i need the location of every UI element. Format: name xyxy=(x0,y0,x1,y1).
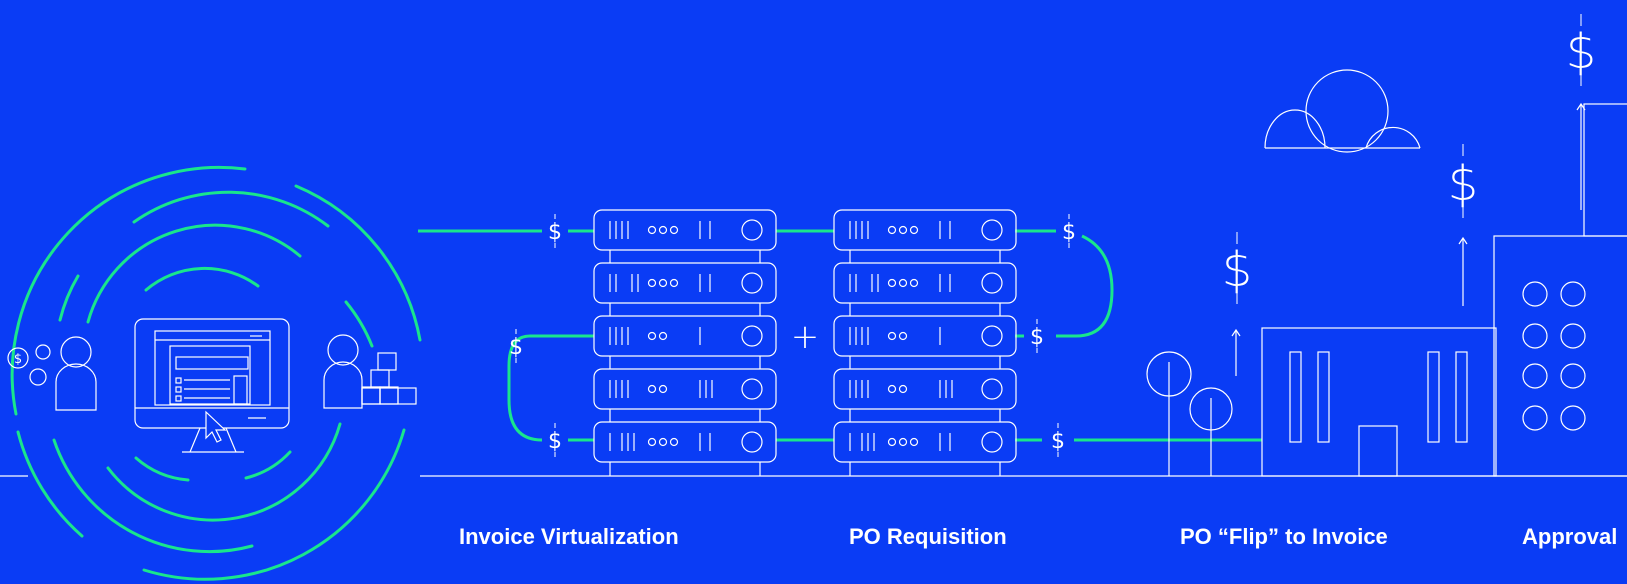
server-knob xyxy=(981,325,1003,347)
server-light xyxy=(887,331,897,341)
server-light xyxy=(898,331,908,341)
server-unit xyxy=(833,368,1017,410)
server-light xyxy=(669,437,679,447)
person-coins-icon: $ xyxy=(7,336,97,411)
dollar-markers: $ $ $ $ $ $ xyxy=(509,214,1076,457)
server-knob xyxy=(741,325,763,347)
server-knob xyxy=(981,272,1003,294)
server-light xyxy=(658,331,668,341)
server-knob xyxy=(741,219,763,241)
server-light xyxy=(647,384,657,394)
dollar-sign: $ xyxy=(1062,220,1076,245)
server-light xyxy=(909,278,919,288)
server-light xyxy=(658,278,668,288)
dollar-sign: $ xyxy=(1222,242,1253,298)
caption-approval: Approval xyxy=(1522,524,1618,549)
server-light xyxy=(669,278,679,288)
server-light xyxy=(658,384,668,394)
server-unit xyxy=(833,209,1017,251)
server-light xyxy=(658,225,668,235)
server-unit xyxy=(833,315,1017,357)
server-unit xyxy=(593,368,777,410)
server-light xyxy=(898,384,908,394)
cursor-icon xyxy=(205,410,227,443)
plus-sign: + xyxy=(791,317,820,357)
server-knob xyxy=(981,219,1003,241)
caption-po-flip: PO “Flip” to Invoice xyxy=(1180,524,1388,549)
tree-icon xyxy=(1146,351,1233,476)
server-light xyxy=(909,225,919,235)
server-light xyxy=(909,437,919,447)
dollar-sign: $ xyxy=(1051,429,1065,454)
server-light xyxy=(669,225,679,235)
dollar-sign: $ xyxy=(1030,325,1044,350)
caption-po-requisition: PO Requisition xyxy=(849,524,1007,549)
server-unit xyxy=(593,315,777,357)
factory-icon xyxy=(1261,327,1497,477)
server-unit xyxy=(593,209,777,251)
server-rack-icon xyxy=(593,209,777,476)
server-knob xyxy=(741,272,763,294)
coin-dollar: $ xyxy=(14,352,22,367)
dollar-sign: $ xyxy=(548,220,562,245)
caption-invoice-virtualization: Invoice Virtualization xyxy=(459,524,679,549)
server-light xyxy=(898,278,908,288)
dollar-sign: $ xyxy=(1448,156,1479,212)
server-light xyxy=(647,225,657,235)
server-light xyxy=(898,225,908,235)
rising-dollars: $ $ $ xyxy=(1222,14,1597,304)
dollar-sign: $ xyxy=(548,429,562,454)
server-light xyxy=(887,437,897,447)
server-unit xyxy=(833,262,1017,304)
server-light xyxy=(647,278,657,288)
dollar-sign: $ xyxy=(1566,24,1597,80)
money-flow-lines xyxy=(418,229,1262,442)
server-light xyxy=(887,384,897,394)
cloud-icon xyxy=(1264,69,1421,153)
dollar-sign: $ xyxy=(509,335,523,360)
server-unit xyxy=(833,421,1017,463)
server-light xyxy=(647,437,657,447)
server-light xyxy=(898,437,908,447)
server-light xyxy=(887,278,897,288)
server-unit xyxy=(593,421,777,463)
person-boxes-icon xyxy=(323,334,417,409)
server-knob xyxy=(741,378,763,400)
server-rack-icon xyxy=(833,209,1017,476)
server-knob xyxy=(741,431,763,453)
server-unit xyxy=(593,262,777,304)
server-light xyxy=(887,225,897,235)
server-knob xyxy=(981,378,1003,400)
building-icon xyxy=(1493,103,1627,477)
up-arrow-icon xyxy=(1231,102,1586,376)
server-light xyxy=(658,437,668,447)
server-knob xyxy=(981,431,1003,453)
server-light xyxy=(647,331,657,341)
signal-rings xyxy=(10,165,422,581)
